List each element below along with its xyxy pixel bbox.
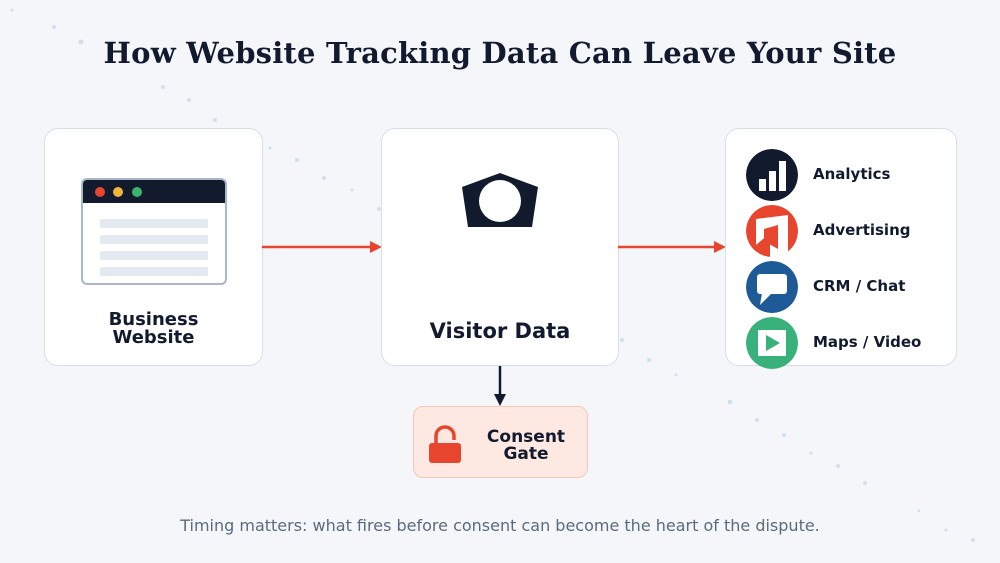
label-line: Consent	[486, 427, 566, 447]
label-line: Business	[108, 309, 199, 330]
business-website-node: Business Website	[44, 128, 263, 366]
label-line: Gate	[503, 444, 549, 464]
minimize-dot	[113, 187, 123, 197]
bar-chart-icon	[746, 149, 798, 201]
browser-title-bar	[83, 180, 225, 203]
lock-icon	[429, 425, 461, 463]
maximize-dot	[132, 187, 142, 197]
arrow-visitor-to-destinations	[618, 241, 726, 253]
arrow-visitor-to-consent	[494, 366, 506, 406]
consent-gate-label: Consent Gate	[476, 429, 576, 463]
destination-label: Maps / Video	[813, 333, 922, 351]
megaphone-icon	[746, 205, 798, 257]
caption: Timing matters: what fires before consen…	[180, 516, 820, 535]
destinations-node: Analytics Advertising CRM / Chat Maps / …	[725, 128, 957, 369]
content-line	[100, 235, 208, 244]
chat-bubble-icon	[746, 261, 798, 313]
label-line: Website	[112, 327, 195, 348]
destination-maps-video: Maps / Video	[746, 317, 946, 369]
consent-gate-node: Consent Gate	[413, 406, 588, 478]
destination-analytics: Analytics	[746, 149, 946, 201]
business-website-label: Business Website	[45, 311, 262, 347]
play-icon	[746, 317, 798, 369]
content-line	[100, 251, 208, 260]
browser-window-icon	[81, 178, 227, 285]
arrow-website-to-visitor	[262, 241, 382, 253]
destination-label: Analytics	[813, 165, 891, 183]
destination-label: Advertising	[813, 221, 911, 239]
content-line	[100, 219, 208, 228]
destination-label: CRM / Chat	[813, 277, 906, 295]
diagram-title: How Website Tracking Data Can Leave Your…	[103, 36, 897, 70]
user-shield-icon	[462, 173, 538, 227]
visitor-data-label: Visitor Data	[429, 319, 571, 343]
close-dot	[95, 187, 105, 197]
content-line	[100, 267, 208, 276]
visitor-data-node: Visitor Data	[381, 128, 619, 366]
destination-advertising: Advertising	[746, 205, 946, 257]
destination-crm-chat: CRM / Chat	[746, 261, 946, 313]
